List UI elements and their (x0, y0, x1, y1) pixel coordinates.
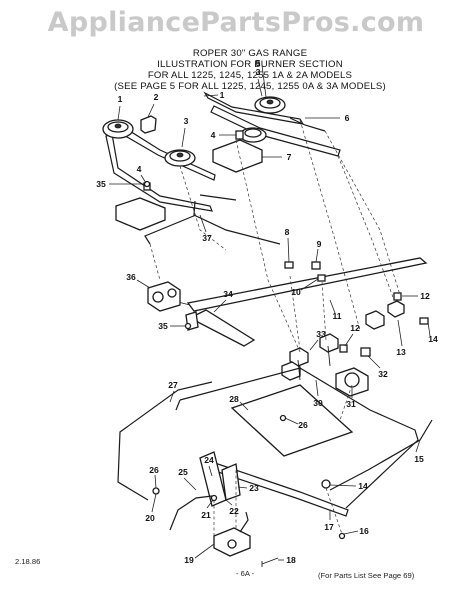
footer-parts-note: (For Parts List See Page 69) (318, 571, 415, 580)
callout-5: 5 (256, 58, 261, 68)
gas-tube-15 (329, 419, 433, 491)
burner-bracket-7 (212, 139, 263, 173)
header-line-4: (SEE PAGE 5 FOR ALL 1225, 1245, 1255 0A … (114, 81, 386, 92)
pilot-tubing-37 (144, 200, 281, 245)
burner-bracket-35 (115, 197, 166, 231)
callout-35: 35 (96, 179, 106, 189)
callout-4: 4 (137, 164, 142, 174)
screw-16 (338, 532, 346, 540)
fitting-14b (321, 479, 331, 489)
callout-31: 31 (346, 399, 356, 409)
callout-33: 33 (316, 329, 326, 339)
callout-10: 10 (291, 287, 301, 297)
callout-37: 37 (202, 233, 212, 243)
rear-burner-assembly (203, 91, 341, 157)
watermark-text: AppliancePartsPros.com (48, 7, 425, 38)
callout-32: 32 (378, 369, 388, 379)
screw-18 (261, 557, 279, 567)
oven-thermostat-31 (335, 367, 369, 397)
assembly-guide-lines (149, 119, 401, 536)
footer-page-code: - 6A - (236, 569, 255, 578)
baffle-28 (230, 384, 354, 457)
callout-17: 17 (324, 522, 334, 532)
front-burner-assembly (102, 115, 237, 212)
callout-23: 23 (249, 483, 259, 493)
thermostat-capillary-27 (117, 381, 213, 501)
callout-27: 27 (168, 380, 178, 390)
oven-safety-valve-19 (169, 495, 251, 557)
callout-12: 12 (350, 323, 360, 333)
callout-19: 19 (184, 555, 194, 565)
oven-burner-housing (175, 367, 419, 509)
callout-36: 36 (126, 272, 136, 282)
fitting-9 (311, 261, 321, 270)
screw-26b (279, 414, 287, 422)
callout-26: 26 (298, 420, 308, 430)
screw-20 (152, 487, 160, 495)
callout-25: 25 (178, 467, 188, 477)
callout-34: 34 (223, 289, 233, 299)
callout-3: 3 (184, 116, 189, 126)
callout-20: 20 (145, 513, 155, 523)
fitting-14 (419, 317, 429, 325)
callout-9: 9 (317, 239, 322, 249)
callout-8: 8 (285, 227, 290, 237)
callout-28: 28 (229, 394, 239, 404)
fitting-8 (284, 261, 294, 269)
fitting-10 (317, 274, 326, 282)
callout-1: 1 (220, 90, 225, 100)
callout-30: 30 (313, 398, 323, 408)
header-line-2: ILLUSTRATION FOR BURNER SECTION (157, 59, 343, 70)
fitting-32 (360, 347, 371, 357)
callout-26: 26 (149, 465, 159, 475)
callout-35: 35 (158, 321, 168, 331)
screw-21 (210, 494, 218, 502)
callout-22: 22 (229, 506, 239, 516)
manifold-pipe (186, 257, 428, 312)
callout-12: 12 (420, 291, 430, 301)
pressure-regulator-36 (147, 281, 181, 312)
callout-16: 16 (359, 526, 369, 536)
screw-35b (184, 322, 192, 330)
callout-13: 13 (396, 347, 406, 357)
header-line-3: FOR ALL 1225, 1245, 1255 1A & 2A MODELS (148, 70, 352, 81)
callout-7: 7 (287, 152, 292, 162)
spacer-5 (235, 130, 244, 140)
callout-labels: 1 1 2 3 3 4 4 5 6 7 8 9 10 (96, 58, 438, 565)
callout-11: 11 (332, 311, 341, 321)
callout-21: 21 (201, 510, 211, 520)
header-line-1: ROPER 30" GAS RANGE (193, 48, 307, 59)
callout-3: 3 (256, 67, 261, 77)
burner-valves (281, 300, 405, 381)
callout-2: 2 (154, 92, 159, 102)
footer-date: 2.18.86 (15, 557, 40, 566)
callout-1: 1 (118, 94, 123, 104)
callout-4: 4 (211, 130, 216, 140)
callout-6: 6 (345, 113, 350, 123)
callout-15: 15 (414, 454, 424, 464)
manifold-bracket-34 (188, 309, 256, 347)
callout-24: 24 (204, 455, 214, 465)
callout-18: 18 (286, 555, 296, 565)
callout-14: 14 (358, 481, 368, 491)
fitting-12 (393, 292, 402, 301)
callout-14: 14 (428, 334, 438, 344)
fitting-12b (339, 344, 348, 353)
